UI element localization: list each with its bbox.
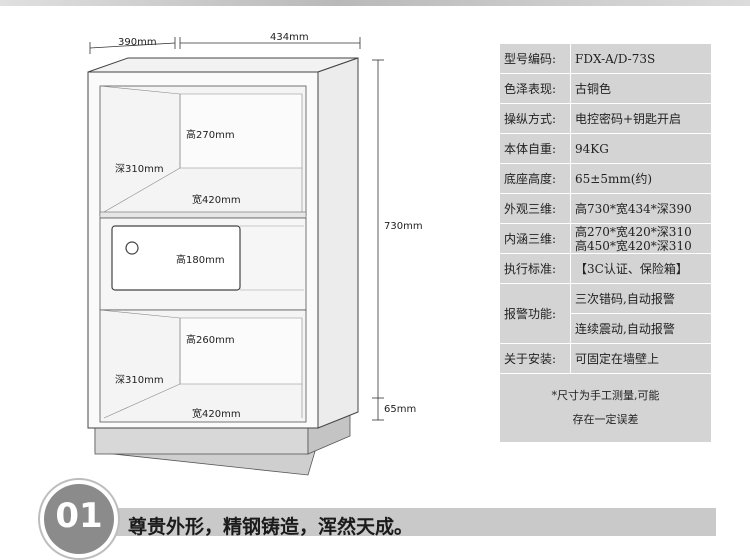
spec-value: 古铜色 bbox=[570, 73, 712, 104]
spec-row-model: 型号编码: FDX-A/D-73S bbox=[499, 43, 712, 74]
spec-row-inner-dim: 内涵三维: 高270*宽420*深310 高450*宽420*深310 bbox=[499, 223, 712, 254]
note-line-1: *尺寸为手工测量,可能 bbox=[551, 389, 660, 402]
spec-table: 型号编码: FDX-A/D-73S 色泽表现: 古铜色 操纵方式: 电控密码+钥… bbox=[499, 43, 712, 443]
spec-row-install: 关于安装: 可固定在墙壁上 bbox=[499, 343, 712, 374]
spec-row-alarm-1: 报警功能: 三次错码,自动报警 bbox=[499, 283, 712, 344]
cabinet-dimension-drawing: 390mm 434mm 730mm 65mm bbox=[87, 32, 423, 476]
spec-value: 连续震动,自动报警 bbox=[570, 313, 712, 344]
spec-value: 【3C认证、保险箱】 bbox=[570, 253, 712, 284]
depth-dimension bbox=[89, 37, 176, 54]
depth-label: 390mm bbox=[118, 37, 157, 48]
spec-label: 内涵三维: bbox=[499, 223, 571, 254]
width-dimension bbox=[179, 37, 361, 49]
spec-row-standard: 执行标准: 【3C认证、保险箱】 bbox=[499, 253, 712, 284]
spec-label: 关于安装: bbox=[499, 343, 571, 374]
width-label: 434mm bbox=[270, 32, 309, 43]
spec-row-operation: 操纵方式: 电控密码+钥匙开启 bbox=[499, 103, 712, 134]
spec-label: 色泽表现: bbox=[499, 73, 571, 104]
spec-row-note: *尺寸为手工测量,可能 存在一定误差 bbox=[499, 373, 712, 443]
spec-label: 操纵方式: bbox=[499, 103, 571, 134]
spec-label: 外观三维: bbox=[499, 193, 571, 224]
spec-value: 电控密码+钥匙开启 bbox=[570, 103, 712, 134]
keyhole-icon bbox=[125, 241, 139, 255]
spec-value: 94KG bbox=[570, 133, 712, 164]
spec-label: 本体自重: bbox=[499, 133, 571, 164]
top-height-label: 高270mm bbox=[186, 128, 235, 141]
cabinet-body bbox=[87, 57, 359, 476]
base-height-dimension bbox=[372, 398, 384, 421]
top-width-label: 宽420mm bbox=[192, 193, 241, 206]
spec-value: 可固定在墙壁上 bbox=[570, 343, 712, 374]
spec-row-outer-dim: 外观三维: 高730*宽434*深390 bbox=[499, 193, 712, 224]
spec-value: 高730*宽434*深390 bbox=[570, 193, 712, 224]
spec-value: 三次错码,自动报警 bbox=[570, 283, 712, 314]
spec-row-alarm-2: 连续震动,自动报警 bbox=[500, 313, 712, 344]
bottom-width-label: 宽420mm bbox=[192, 407, 241, 420]
top-depth-label: 深310mm bbox=[115, 163, 164, 175]
bottom-height-label: 高260mm bbox=[186, 333, 235, 346]
spec-row-base-height: 底座高度: 65±5mm(约) bbox=[499, 163, 712, 194]
measurement-note: *尺寸为手工测量,可能 存在一定误差 bbox=[499, 373, 712, 443]
section-number: 01 bbox=[55, 496, 103, 536]
section-title: 尊贵外形，精钢铸造，浑然天成。 bbox=[128, 516, 414, 538]
spec-value: FDX-A/D-73S bbox=[570, 43, 712, 74]
inner-dim-bottom: 高450*宽420*深310 bbox=[575, 238, 692, 253]
height-dimension bbox=[372, 59, 384, 399]
height-label: 730mm bbox=[384, 221, 423, 232]
inner-dim-top: 高270*宽420*深310 bbox=[575, 224, 692, 239]
base-height-label: 65mm bbox=[384, 404, 416, 415]
top-divider-bar bbox=[0, 0, 750, 6]
spec-label: 底座高度: bbox=[499, 163, 571, 194]
drawer-height-label: 高180mm bbox=[176, 253, 225, 266]
spec-label: 执行标准: bbox=[499, 253, 571, 284]
section-banner bbox=[90, 508, 716, 536]
spec-row-color: 色泽表现: 古铜色 bbox=[499, 73, 712, 104]
bottom-depth-label: 深310mm bbox=[115, 374, 164, 386]
spec-value: 高270*宽420*深310 高450*宽420*深310 bbox=[570, 223, 712, 254]
spec-value: 65±5mm(约) bbox=[570, 163, 712, 194]
spec-label: 型号编码: bbox=[499, 43, 571, 74]
note-line-2: 存在一定误差 bbox=[572, 413, 639, 426]
spec-row-weight: 本体自重: 94KG bbox=[499, 133, 712, 164]
spec-label: 报警功能: bbox=[499, 283, 571, 344]
